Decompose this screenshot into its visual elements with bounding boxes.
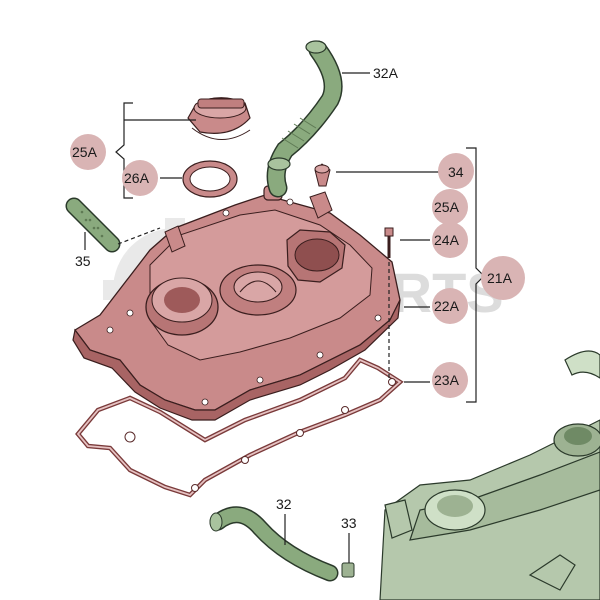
callout-33: 33 — [341, 515, 357, 531]
callout-25A-left: 25A — [72, 144, 98, 160]
callout-bubble-34 — [438, 153, 474, 189]
bolt-24A — [384, 227, 394, 380]
callout-26A: 26A — [124, 170, 150, 186]
callout-bubble-26A — [122, 160, 158, 196]
hose-32 — [209, 506, 339, 582]
callout-32: 32 — [276, 496, 292, 512]
callout-bubble-23A — [432, 362, 468, 398]
callout-bubbles — [70, 134, 525, 398]
callout-bubble-22A — [432, 288, 468, 324]
callout-bubble-25A-left — [70, 134, 106, 170]
hose-35 — [65, 197, 161, 253]
engine-green — [379, 350, 600, 600]
callout-21A: 21A — [487, 270, 513, 286]
callout-bubble-21A — [481, 256, 525, 300]
callout-bubble-25A-right — [432, 189, 468, 225]
callout-22A: 22A — [434, 298, 460, 314]
callout-24A: 24A — [434, 232, 460, 248]
callout-35: 35 — [75, 253, 91, 269]
callout-23A: 23A — [434, 372, 460, 388]
seal-ring — [182, 160, 238, 198]
callout-bubble-24A — [432, 222, 468, 258]
callout-25A-right: 25A — [434, 199, 460, 215]
engine-cover — [72, 185, 401, 421]
breather-hose-32A — [266, 40, 343, 198]
callout-32A: 32A — [373, 65, 399, 81]
oil-cap — [187, 97, 251, 140]
callout-34: 34 — [448, 164, 464, 180]
nut-34 — [314, 163, 331, 187]
clip-33 — [341, 562, 355, 578]
